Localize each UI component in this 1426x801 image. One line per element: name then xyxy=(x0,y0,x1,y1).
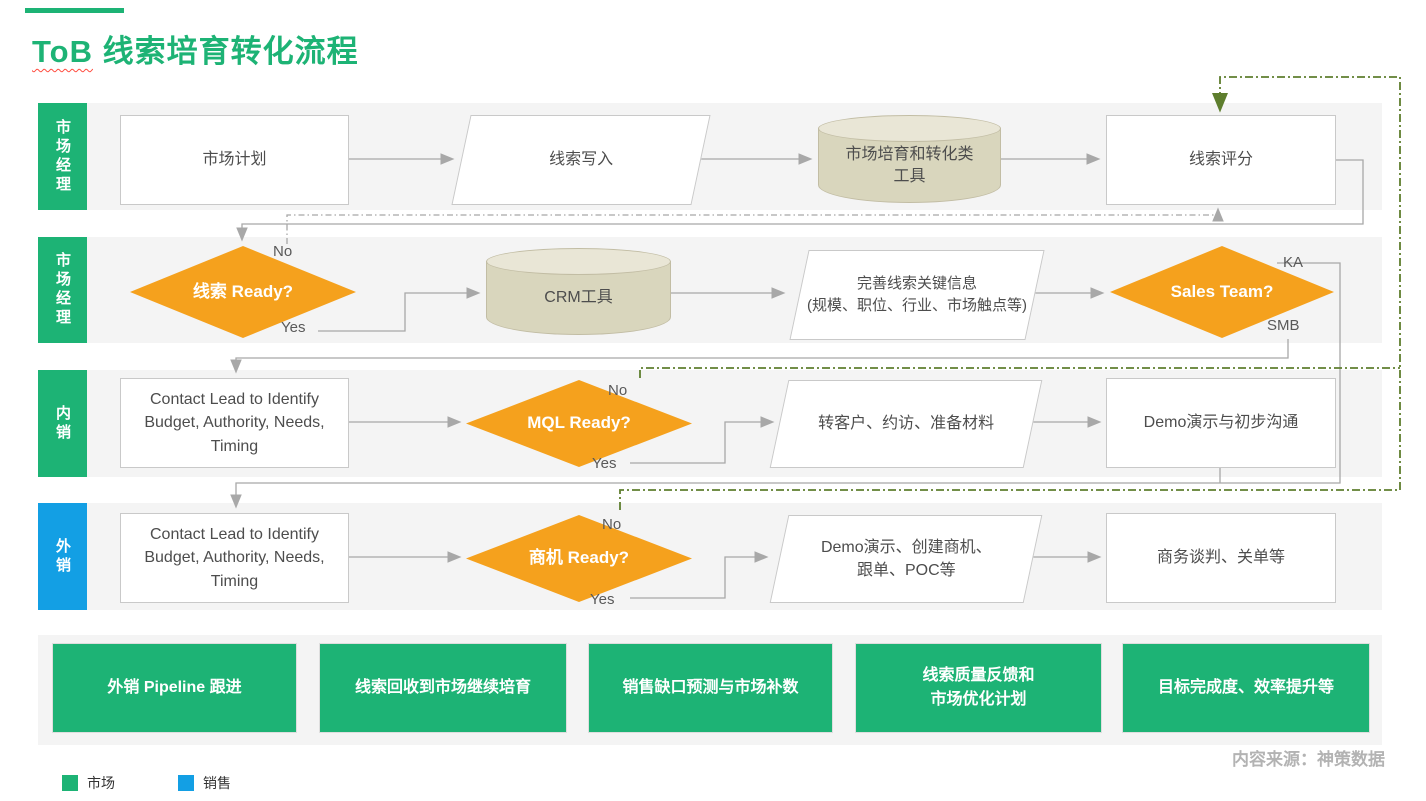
stage-lead-recycle: 线索回收到市场继续培育 xyxy=(319,643,567,733)
edge-label-lead-ready-yes: Yes xyxy=(281,319,306,336)
edge-label-sales-team-ka: KA xyxy=(1283,254,1304,271)
edge-label-sales-team-smb: SMB xyxy=(1267,317,1300,334)
edge-label-mql-no: No xyxy=(608,382,628,399)
node-lead-write-in: 线索写入 xyxy=(451,115,711,205)
edge-label-opp-no: No xyxy=(602,516,622,533)
edge-label-opp-yes: Yes xyxy=(590,591,615,608)
edge-label-lead-ready-no: No xyxy=(273,243,293,260)
edge-scoring-to-leadready xyxy=(236,159,1364,242)
node-contact-lead-field: Contact Lead to Identify Budget, Authori… xyxy=(120,513,349,603)
stage-gap-forecast: 销售缺口预测与市场补数 xyxy=(588,643,833,733)
lane-label-inside-sales: 内销 xyxy=(38,370,87,477)
edge-loop-to-scoring xyxy=(1211,76,1401,490)
node-market-plan: 市场计划 xyxy=(120,115,349,205)
node-contact-lead-inside: Contact Lead to Identify Budget, Authori… xyxy=(120,378,349,468)
edge-mql-no-loop xyxy=(639,367,1400,378)
lane-label-market-manager-1: 市场经理 xyxy=(38,103,87,210)
legend-market: 市场 xyxy=(62,773,115,793)
page-title: ToB 线索培育转化流程 xyxy=(32,26,359,71)
db-marketing-nurture-tools: 市场培育和转化类 工具 xyxy=(818,115,1001,203)
edge-salesteam-smb-to-inside xyxy=(230,339,1289,374)
lane-label-market-manager-2: 市场经理 xyxy=(38,237,87,343)
edge-salesteam-ka-to-field xyxy=(230,262,1341,509)
stage-pipeline-follow-up: 外销 Pipeline 跟进 xyxy=(52,643,297,733)
node-lead-scoring: 线索评分 xyxy=(1106,115,1336,205)
node-complete-lead-info: 完善线索关键信息 (规模、职位、行业、市场触点等) xyxy=(789,250,1045,340)
title-tob: ToB xyxy=(32,34,93,69)
node-demo-initial-communication: Demo演示与初步沟通 xyxy=(1106,378,1336,468)
legend-sales: 销售 xyxy=(178,773,231,793)
legend-swatch-sales xyxy=(178,775,194,791)
edge-label-mql-yes: Yes xyxy=(592,455,617,472)
stage-quality-feedback: 线索质量反馈和 市场优化计划 xyxy=(855,643,1102,733)
node-convert-customer: 转客户、约访、准备材料 xyxy=(769,380,1043,468)
stage-goal-completion: 目标完成度、效率提升等 xyxy=(1122,643,1370,733)
node-demo-create-opportunity: Demo演示、创建商机、 跟单、POC等 xyxy=(769,515,1043,603)
node-business-negotiation: 商务谈判、关单等 xyxy=(1106,513,1336,603)
lane-label-field-sales: 外销 xyxy=(38,503,87,610)
edge-mql-yes-to-convert xyxy=(630,416,775,464)
source-note: 内容来源：神策数据 xyxy=(1232,750,1385,769)
legend-swatch-market xyxy=(62,775,78,791)
edge-leadready-yes-to-crm xyxy=(318,287,481,332)
edge-opp-yes-to-demo2 xyxy=(630,551,769,599)
db-crm-tool: CRM工具 xyxy=(486,248,671,335)
title-rest: 线索培育转化流程 xyxy=(92,34,359,69)
edge-leadready-no-to-scoring xyxy=(286,207,1224,244)
title-accent-bar xyxy=(25,8,124,13)
edge-opp-no-loop xyxy=(619,489,1400,510)
